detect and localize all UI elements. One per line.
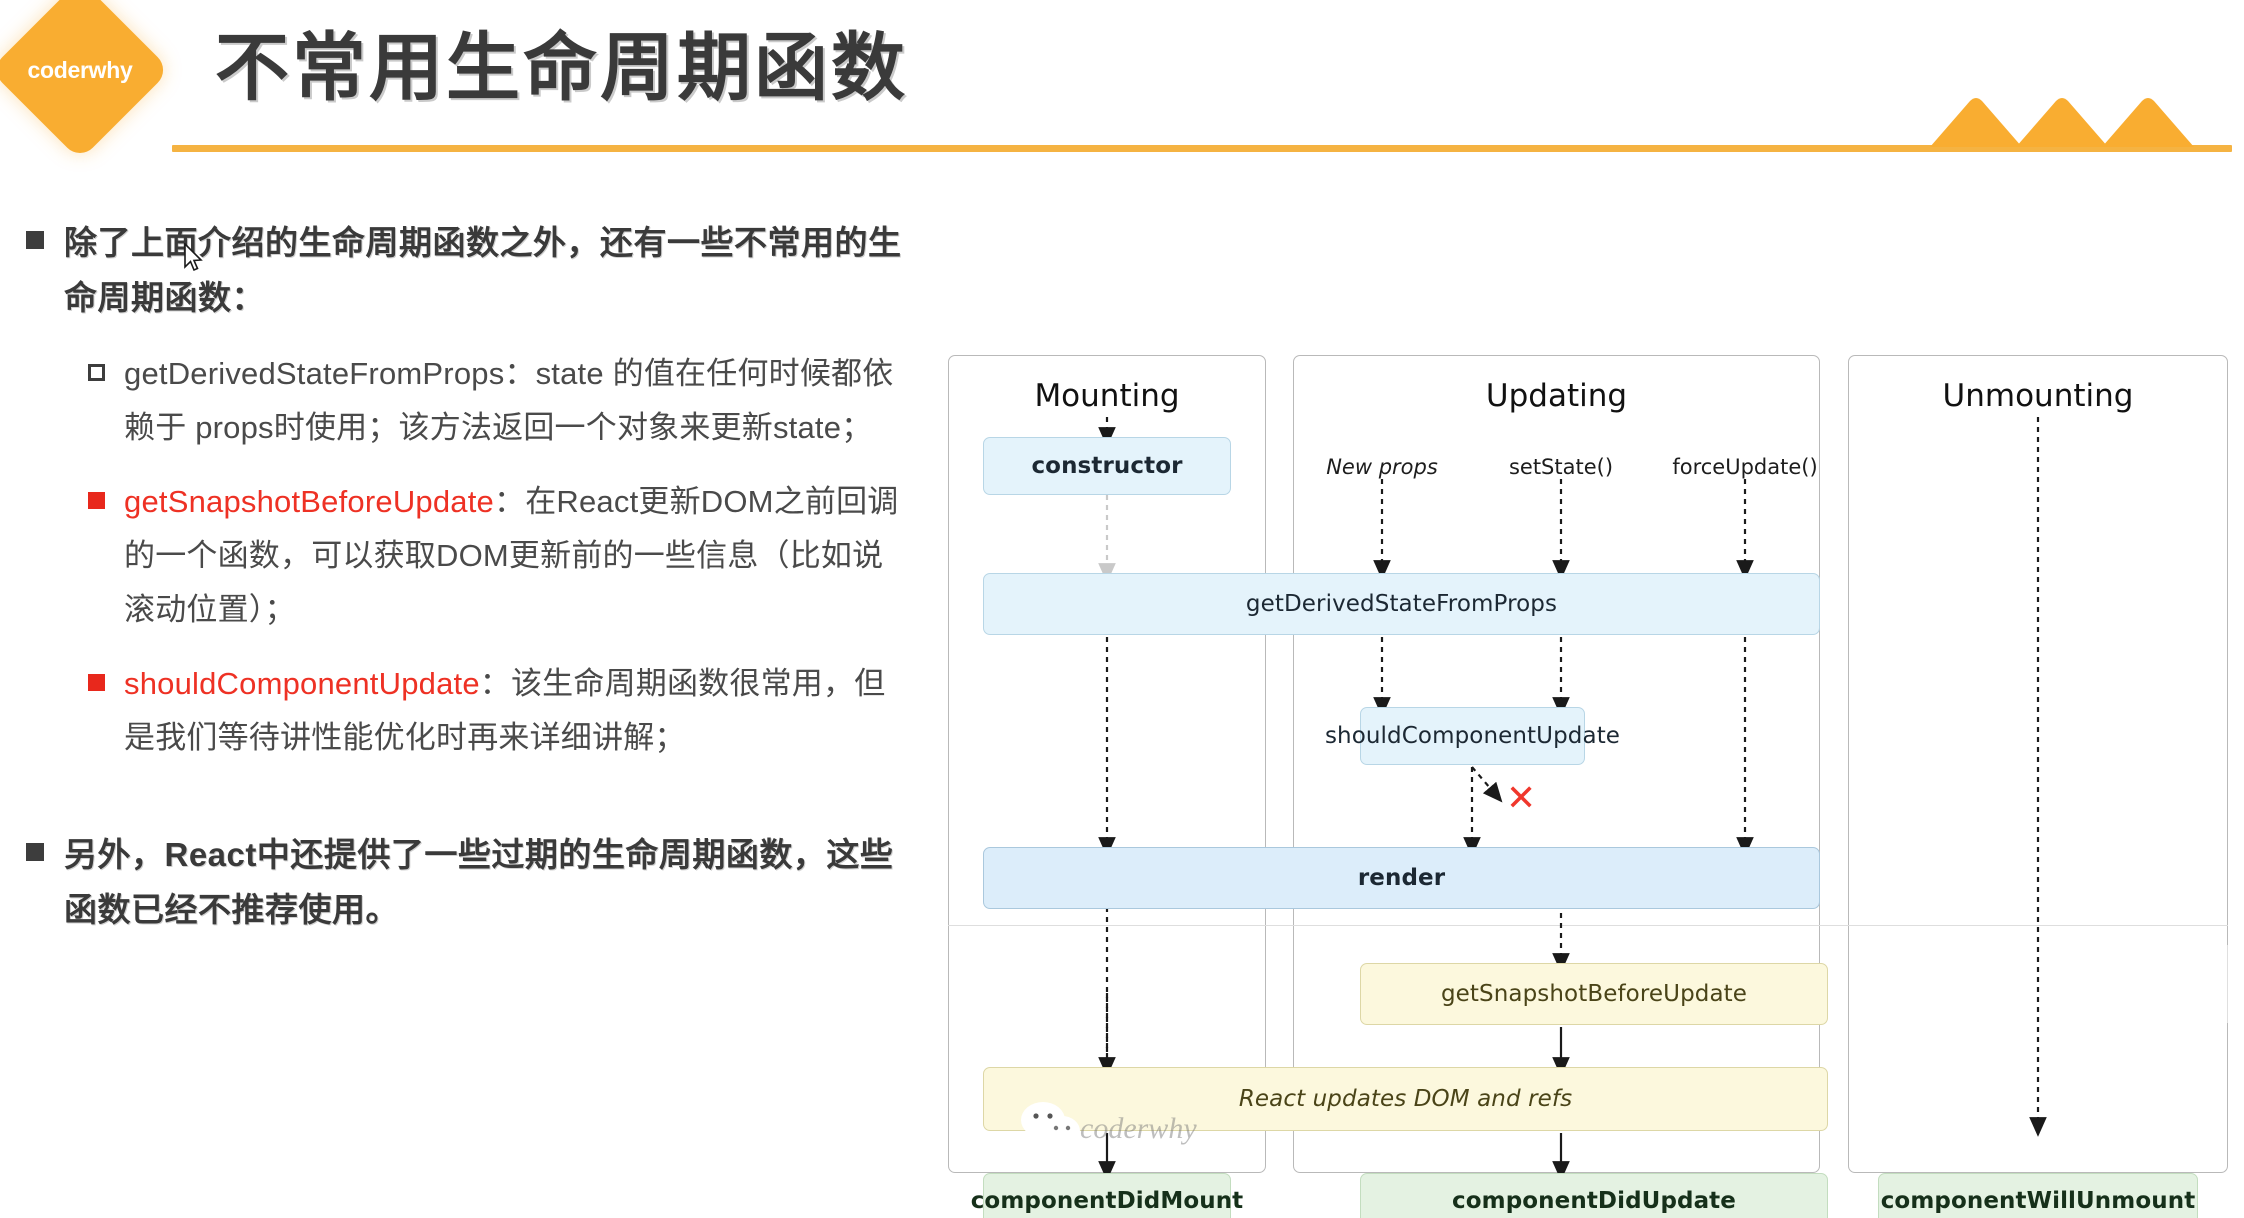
- video-player-ghost-overlay: [2148, 945, 2244, 1023]
- sub-bullet-should-component-update: shouldComponentUpdate：该生命周期函数很常用，但是我们等待讲…: [88, 657, 906, 765]
- bullet-list: 除了上面介绍的生命周期函数之外，还有一些不常用的生命周期函数： getDeriv…: [26, 215, 906, 947]
- skip-render-x-icon: ✕: [1506, 777, 1537, 818]
- lane-label-new-props: New props: [1326, 455, 1438, 479]
- node-constructor[interactable]: constructor: [983, 437, 1231, 495]
- lifecycle-column-unmounting: Unmounting: [1848, 355, 2228, 1173]
- column-title: Mounting: [1034, 378, 1180, 414]
- api-description: ：state 的值在任何时候都依赖于 props时使用；该方法返回一个对象来更新…: [124, 356, 894, 445]
- node-component-did-update[interactable]: componentDidUpdate: [1360, 1173, 1828, 1218]
- node-should-component-update[interactable]: shouldComponentUpdate: [1325, 707, 1620, 765]
- api-description: ：该生命周期函数很常用，但是我们等待讲性能优化时再来详细讲解；: [124, 666, 886, 755]
- sub-bullet-get-snapshot-before-update: getSnapshotBeforeUpdate：在React更新DOM之前回调的…: [88, 475, 906, 637]
- sub-bullet-get-derived-state-from-props: getDerivedStateFromProps：state 的值在任何时候都依…: [88, 347, 906, 455]
- bullet-text: 除了上面介绍的生命周期函数之外，还有一些不常用的生命周期函数：: [64, 224, 902, 316]
- spacer: [26, 785, 906, 827]
- api-name: getDerivedStateFromProps: [124, 356, 505, 391]
- mouse-cursor-icon: [184, 243, 203, 272]
- lane-label-force-update: forceUpdate(): [1672, 455, 1818, 479]
- sub-bullet-text: shouldComponentUpdate：该生命周期函数很常用，但是我们等待讲…: [124, 657, 906, 765]
- react-lifecycle-diagram: Mounting Updating Unmounting: [948, 355, 2244, 1218]
- square-bullet-icon: [26, 843, 44, 861]
- phase-divider-line: [948, 925, 2228, 926]
- sub-bullet-text: getDerivedStateFromProps：state 的值在任何时候都依…: [124, 347, 906, 455]
- page-title: 不常用生命周期函数: [215, 26, 908, 109]
- api-name: shouldComponentUpdate: [124, 666, 480, 701]
- node-get-derived-state-from-props[interactable]: getDerivedStateFromProps: [983, 573, 1820, 635]
- node-render[interactable]: render: [983, 847, 1820, 909]
- column-title: Unmounting: [1942, 378, 2134, 414]
- hollow-square-bullet-icon: [88, 364, 105, 381]
- lane-label-set-state: setState(): [1508, 455, 1614, 479]
- hollow-square-bullet-icon: [88, 492, 105, 509]
- node-component-will-unmount[interactable]: componentWillUnmount: [1878, 1173, 2198, 1218]
- title-underline-rule: [172, 145, 2232, 152]
- coderwhy-logo-label: coderwhy: [27, 56, 133, 83]
- hollow-square-bullet-icon: [88, 674, 105, 691]
- node-react-updates-dom-and-refs[interactable]: React updates DOM and refs: [983, 1067, 1828, 1131]
- column-title: Updating: [1485, 378, 1628, 414]
- bullet-text: 另外，React中还提供了一些过期的生命周期函数，这些函数已经不推荐使用。: [64, 836, 894, 928]
- bullet-item-primary-2: 另外，React中还提供了一些过期的生命周期函数，这些函数已经不推荐使用。: [26, 827, 906, 937]
- api-description: ：在React更新DOM之前回调的一个函数，可以获取DOM更新前的一些信息（比如…: [124, 484, 899, 627]
- sub-bullet-list: getDerivedStateFromProps：state 的值在任何时候都依…: [88, 347, 906, 765]
- sub-bullet-text: getSnapshotBeforeUpdate：在React更新DOM之前回调的…: [124, 475, 906, 637]
- mountains-decoration: [1930, 98, 2194, 147]
- square-bullet-icon: [26, 231, 44, 249]
- node-get-snapshot-before-update[interactable]: getSnapshotBeforeUpdate: [1360, 963, 1828, 1025]
- node-component-did-mount[interactable]: componentDidMount: [971, 1173, 1243, 1218]
- api-name: getSnapshotBeforeUpdate: [124, 484, 494, 519]
- bullet-item-primary-1: 除了上面介绍的生命周期函数之外，还有一些不常用的生命周期函数：: [26, 215, 906, 325]
